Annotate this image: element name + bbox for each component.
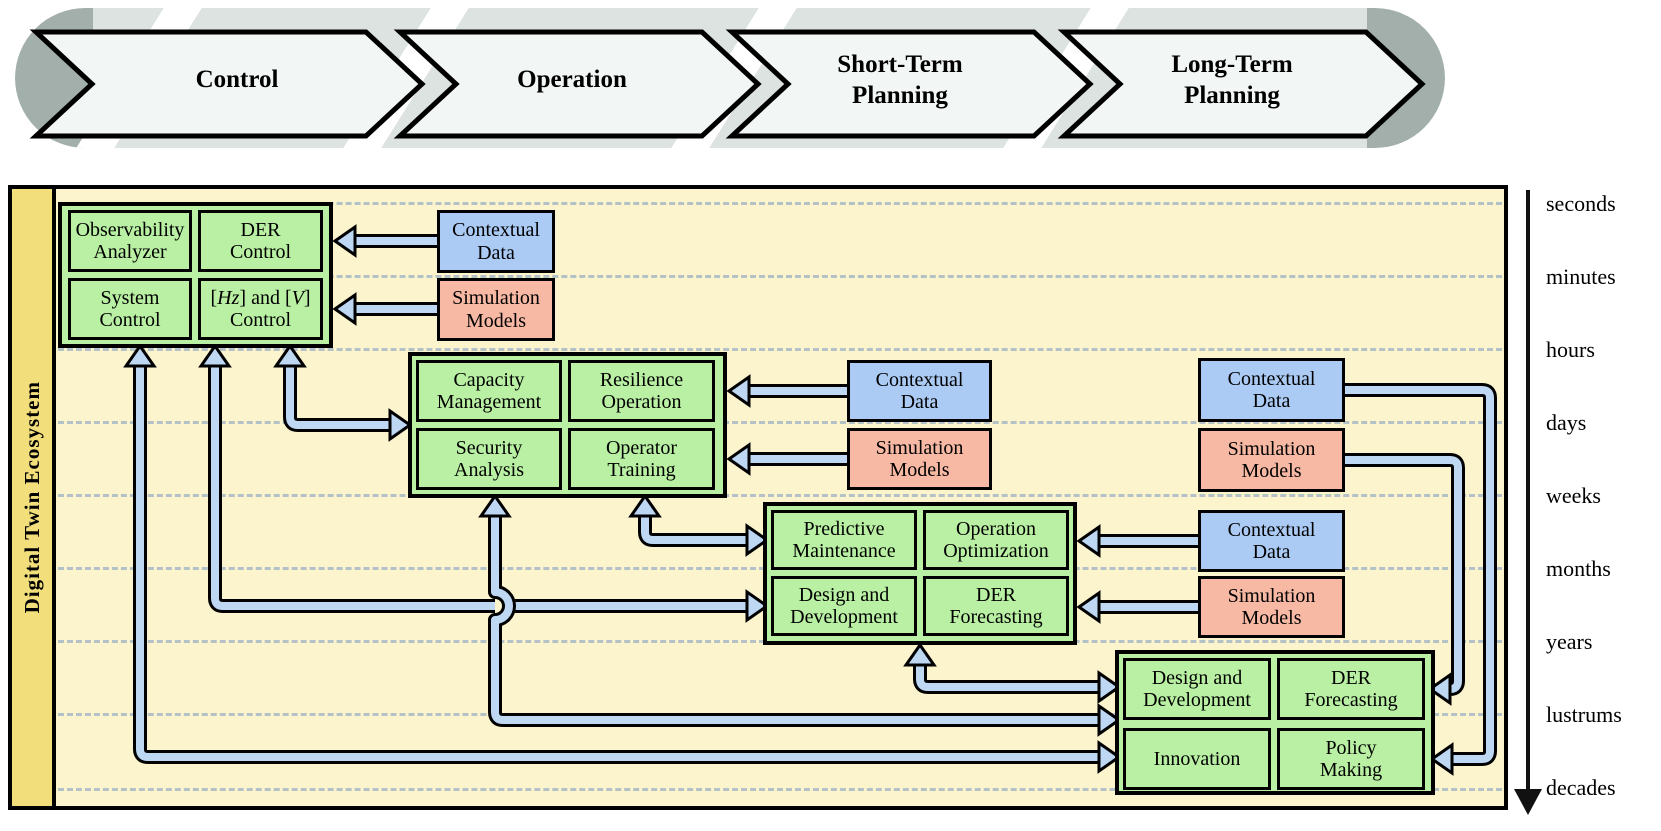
time-label-months: months: [1546, 556, 1611, 581]
box-simulation-models-long-term: Simulation Models: [1198, 428, 1345, 492]
box-observability-analyzer: Observability Analyzer: [68, 210, 192, 272]
box-operator-training: Operator Training: [568, 428, 715, 490]
gridline-seconds: [58, 202, 1502, 205]
arrowhead: [1076, 524, 1101, 558]
time-label-hours: hours: [1546, 337, 1595, 362]
arrow-lt-simulation-to-der-forecasting: [1345, 453, 1465, 696]
box-contextual-data-operation: Contextual Data: [847, 360, 992, 422]
box-design-development-lt: Design and Development: [1123, 658, 1271, 720]
arrowhead: [1076, 590, 1101, 624]
stage-label-control: Control: [195, 66, 279, 94]
box-simulation-models-control: Simulation Models: [437, 278, 555, 341]
arrowhead: [332, 292, 357, 326]
time-label-lustrums: lustrums: [1546, 702, 1622, 727]
stage-label-long-term-planning: Long-Term Planning: [1171, 50, 1293, 109]
gridline-days: [58, 421, 1502, 424]
stage-label-operation: Operation: [517, 66, 627, 94]
time-axis-line: [1526, 190, 1530, 792]
arrowhead: [1097, 740, 1122, 774]
time-label-days: days: [1546, 410, 1587, 435]
arrowhead: [726, 442, 751, 476]
stage-label-short-term-planning: Short-Term Planning: [837, 50, 963, 109]
box-security-analysis: Security Analysis: [416, 428, 562, 490]
box-der-forecasting-lt: DER Forecasting: [1277, 658, 1425, 720]
connector-arrows: [123, 224, 1497, 776]
digital-twin-ecosystem-panel: Digital Twin Ecosystem Observability Ana…: [8, 185, 1508, 810]
gridline-minutes: [58, 275, 1502, 278]
arrow-control-operation: [283, 362, 392, 432]
box-contextual-data-short-term: Contextual Data: [1198, 510, 1345, 572]
arrowhead: [1097, 703, 1122, 737]
box-contextual-data-control: Contextual Data: [437, 210, 555, 273]
gridline-weeks: [58, 494, 1502, 497]
box-contextual-data-long-term: Contextual Data: [1198, 358, 1345, 422]
box-innovation: Innovation: [1123, 728, 1271, 790]
arrow-lt-contextual-to-policy-making: [1345, 383, 1497, 766]
time-label-minutes: minutes: [1546, 264, 1616, 289]
arrow-short-term-long-term: [913, 663, 1101, 694]
arrow-control-long-term: [133, 362, 1101, 764]
chevron-operation: [393, 29, 762, 139]
arrowhead: [198, 343, 232, 368]
box-resilience-operation: Resilience Operation: [568, 360, 715, 422]
arrowhead: [1429, 742, 1454, 776]
arrowhead: [273, 343, 307, 368]
arrowhead: [123, 343, 157, 368]
box-operation-optimization: Operation Optimization: [923, 510, 1069, 570]
box-simulation-models-operation: Simulation Models: [847, 428, 992, 490]
stage-chevrons: [29, 29, 1426, 139]
arrowhead: [903, 642, 937, 667]
arrowhead: [1427, 672, 1452, 706]
gridline-decades: [58, 788, 1502, 791]
box-der-control: DER Control: [198, 210, 323, 272]
arrowhead: [628, 493, 662, 518]
box-design-development-st: Design and Development: [771, 576, 917, 636]
time-label-seconds: seconds: [1546, 191, 1616, 216]
arrowhead: [1097, 670, 1122, 704]
chevron-short-term-planning: [725, 29, 1094, 139]
ecosystem-label: Digital Twin Ecosystem: [19, 381, 44, 614]
gridline-hours: [58, 348, 1502, 351]
arrowhead: [745, 523, 770, 557]
box-capacity-management: Capacity Management: [416, 360, 562, 422]
arrow-control-short-term: [208, 362, 749, 613]
ecosystem-sidebar: Digital Twin Ecosystem: [12, 189, 56, 806]
time-label-decades: decades: [1546, 775, 1616, 800]
arrowhead: [332, 224, 357, 258]
arrow-operation-short-term: [638, 514, 749, 547]
arrowhead: [726, 374, 751, 408]
arrowhead: [388, 408, 413, 442]
box-der-forecasting-st: DER Forecasting: [923, 576, 1069, 636]
arrowhead: [478, 493, 512, 518]
chevron-long-term-planning: [1057, 29, 1426, 139]
box-predictive-maintenance: Predictive Maintenance: [771, 510, 917, 570]
chevron-control: [29, 29, 426, 139]
box-system-control: System Control: [68, 278, 192, 340]
box-simulation-models-short-term: Simulation Models: [1198, 576, 1345, 638]
box-policy-making: Policy Making: [1277, 728, 1425, 790]
box-hz-v-control-label: [Hz] and [V]Control: [210, 286, 311, 331]
time-axis-arrowhead-icon: [1514, 789, 1542, 815]
time-label-weeks: weeks: [1546, 483, 1601, 508]
arrowhead: [745, 589, 770, 623]
box-hz-v-control: [Hz] and [V]Control: [198, 278, 323, 340]
arrow-operation-long-term: [488, 514, 1101, 727]
time-label-years: years: [1546, 629, 1593, 654]
